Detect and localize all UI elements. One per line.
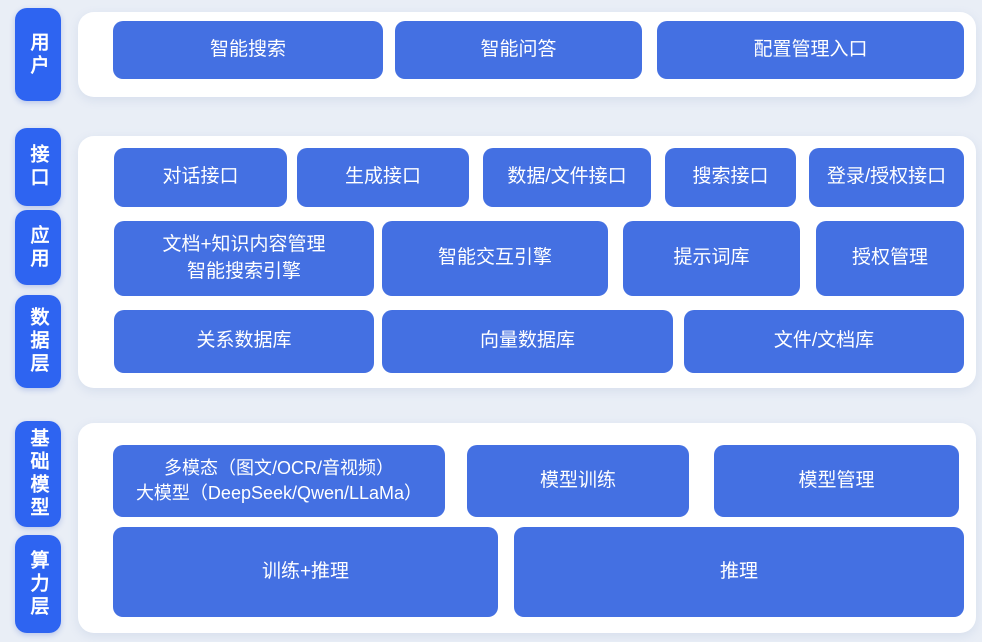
smart-interaction-engine-block: 智能交互引擎	[382, 221, 608, 296]
doc-knowledge-management-line1: 文档+知识内容管理	[162, 233, 326, 255]
interface-layer-label: 接口	[15, 128, 61, 206]
foundation-model-layer-label: 基础模型	[15, 421, 61, 527]
data-file-api-block: 数据/文件接口	[483, 148, 651, 207]
search-api-block: 搜索接口	[665, 148, 796, 207]
login-auth-api-block: 登录/授权接口	[809, 148, 964, 207]
multimodal-llm-line1: 多模态（图文/OCR/音视频）	[164, 457, 394, 478]
doc-knowledge-management-line2: 智能搜索引擎	[186, 260, 301, 282]
data-layer-label: 数据层	[15, 295, 61, 388]
doc-knowledge-management-block: 文档+知识内容管理 智能搜索引擎	[114, 221, 374, 296]
generation-api-block: 生成接口	[297, 148, 469, 207]
application-layer-label: 应用	[15, 210, 61, 285]
model-training-block: 模型训练	[467, 445, 689, 517]
multimodal-llm-block: 多模态（图文/OCR/音视频） 大模型（DeepSeek/Qwen/LLaMa）	[113, 445, 445, 517]
file-document-store-block: 文件/文档库	[684, 310, 964, 373]
user-layer-label: 用户	[15, 8, 61, 101]
vector-database-block: 向量数据库	[382, 310, 673, 373]
model-management-block: 模型管理	[714, 445, 959, 517]
inference-block: 推理	[514, 527, 964, 617]
relational-database-block: 关系数据库	[114, 310, 374, 373]
smart-search-block: 智能搜索	[113, 21, 383, 79]
multimodal-llm-line2: 大模型（DeepSeek/Qwen/LLaMa）	[135, 483, 423, 503]
dialog-api-block: 对话接口	[114, 148, 287, 207]
training-inference-block: 训练+推理	[113, 527, 498, 617]
compute-layer-label: 算力层	[15, 535, 61, 633]
prompt-library-block: 提示词库	[623, 221, 800, 296]
config-management-entry-block: 配置管理入口	[657, 21, 964, 79]
authorization-management-block: 授权管理	[816, 221, 964, 296]
smart-qa-block: 智能问答	[395, 21, 642, 79]
